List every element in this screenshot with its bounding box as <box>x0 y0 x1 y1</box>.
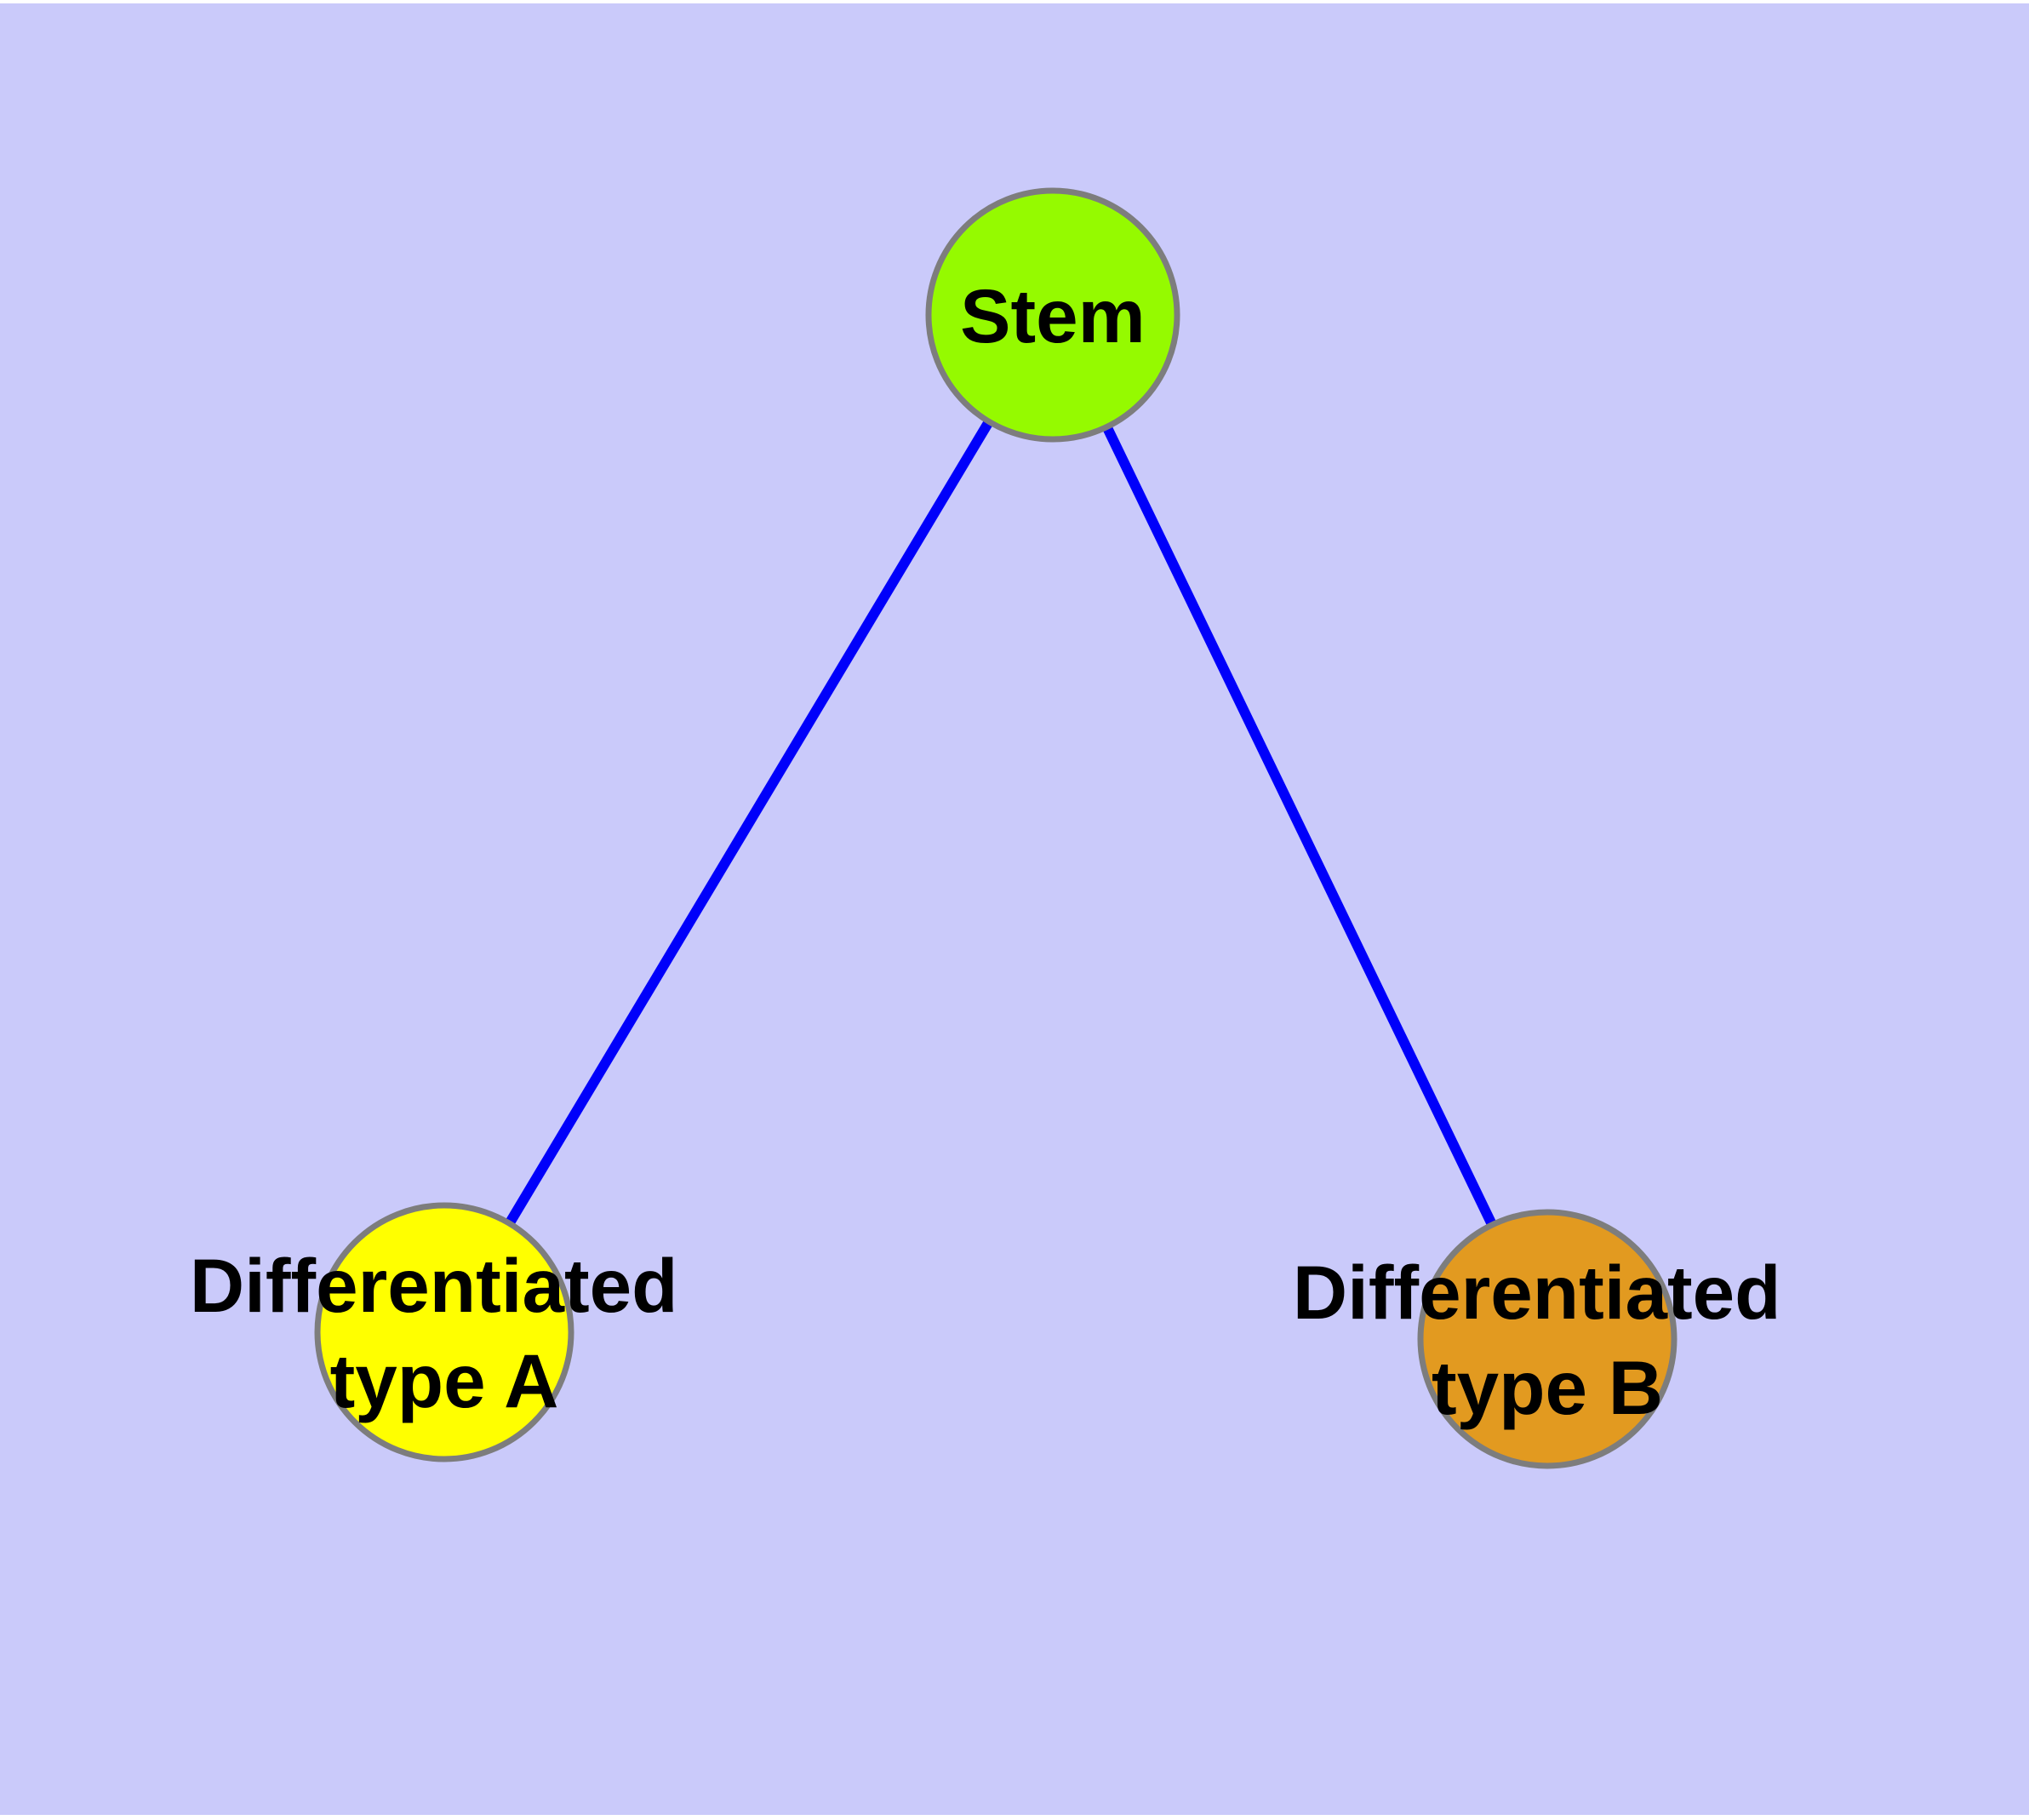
node-differentiated-type-a <box>314 1202 574 1462</box>
node-differentiated-type-b-label-line1: Differentiated <box>1293 1250 1781 1335</box>
edge-stem-to-type-b <box>1048 312 1552 1342</box>
node-differentiated-type-a-label: Differentiated type A <box>190 1243 699 1423</box>
node-differentiated-type-b-label-line2: type B <box>1432 1345 1663 1430</box>
node-differentiated-type-b <box>1417 1209 1677 1469</box>
node-differentiated-type-a-label-line2: type A <box>330 1338 559 1423</box>
edge-stem-to-type-a <box>439 312 1058 1336</box>
node-stem <box>925 187 1180 443</box>
node-differentiated-type-a-label-line1: Differentiated <box>190 1243 678 1328</box>
node-stem-label: Stem <box>960 273 1146 358</box>
node-differentiated-type-b-label: Differentiated type B <box>1293 1250 1802 1430</box>
